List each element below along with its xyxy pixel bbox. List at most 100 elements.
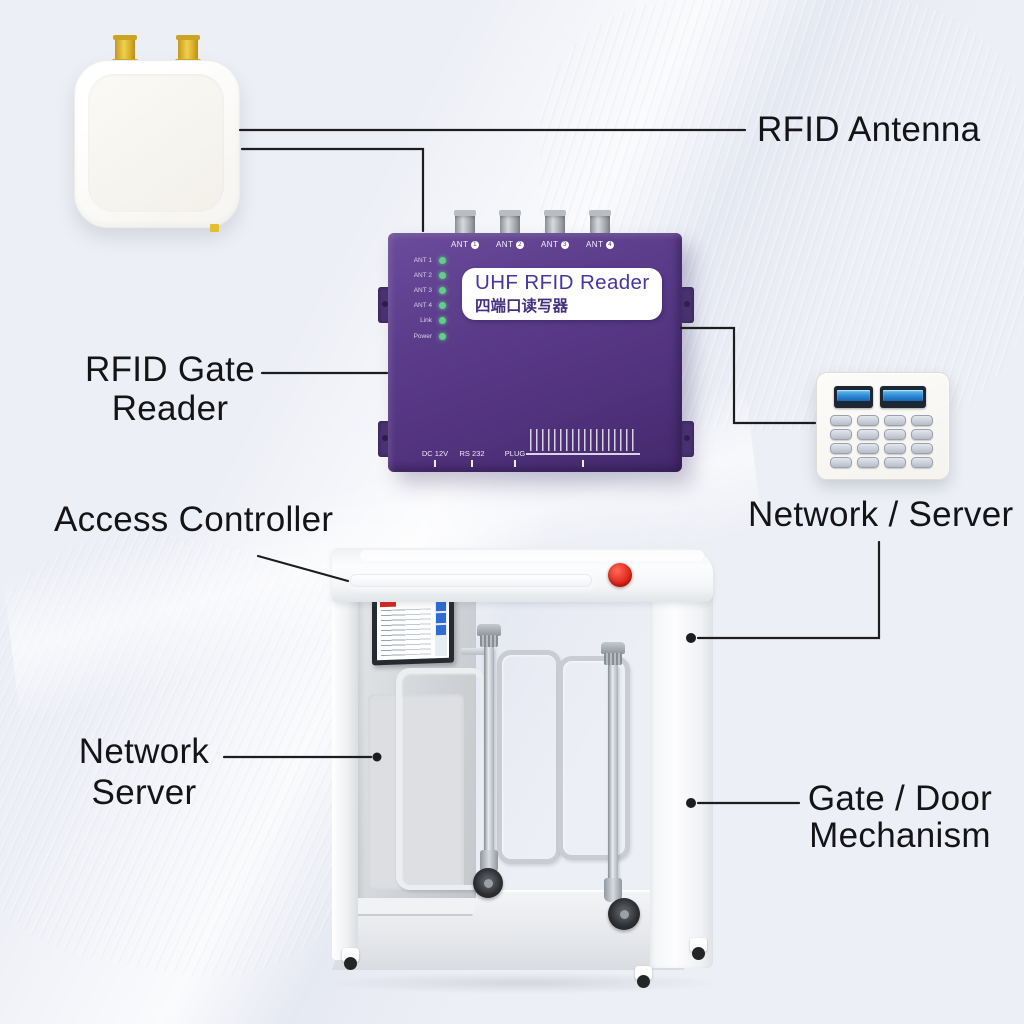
lcd-display (834, 386, 873, 408)
gate-left-pillar (332, 596, 358, 960)
label-access-controller: Access Controller (54, 500, 334, 539)
power-port-label: DC 12V (421, 449, 449, 458)
sma-connector-icon (112, 35, 138, 65)
ant-port-label: ANT 3 (533, 240, 577, 249)
status-led-row: ANT 3 (398, 286, 446, 296)
gate-right-pillar (650, 596, 713, 968)
swing-post (608, 665, 618, 881)
reader-title: UHF RFID Reader (475, 271, 650, 294)
label-line: Mechanism (809, 816, 991, 855)
network-server-terminal (816, 372, 950, 480)
antenna-port-connector-icon (499, 210, 521, 234)
port-pin-mark (434, 460, 436, 467)
label-line: Gate / Door (807, 779, 993, 818)
corner-caster-icon (635, 966, 652, 988)
status-led-row: Link (398, 316, 446, 326)
label-line: Network (78, 732, 210, 771)
io-pin-labels (530, 429, 636, 451)
label-rfid-gate-reader: RFID Gate Reader (60, 350, 280, 428)
plug-port-label: PLUG (504, 449, 526, 458)
gate-panel-recess (368, 694, 464, 890)
keypad-key (857, 443, 879, 454)
serial-port-label: RS 232 (459, 449, 485, 458)
gate-rail (460, 648, 490, 655)
led-indicator-icon (439, 257, 446, 264)
label-network-server-left: Network Server (38, 731, 250, 813)
led-indicator-icon (439, 272, 446, 279)
rfid-antenna-device (72, 35, 244, 232)
keypad-key (911, 429, 933, 440)
keypad-key (884, 443, 906, 454)
keypad-key (884, 415, 906, 426)
mounting-ear (680, 287, 694, 323)
label-line: RFID Gate (85, 350, 255, 389)
led-indicator-icon (439, 302, 446, 309)
swing-wing-frame (497, 650, 561, 864)
led-indicator-icon (439, 287, 446, 294)
caster-wheel-icon (608, 898, 640, 930)
gate-turnstile-device (324, 548, 724, 1000)
alarm-button-icon (608, 563, 632, 587)
antenna-port-connector-icon (454, 210, 476, 234)
swing-post (484, 647, 494, 853)
corner-caster-icon (342, 948, 359, 970)
label-rfid-antenna: RFID Antenna (757, 110, 981, 149)
reader-nameplate: UHF RFID Reader 四端口读写器 (462, 268, 662, 320)
keypad-key (830, 443, 852, 454)
port-number-badge: 3 (561, 241, 570, 249)
screen-sidebar (435, 598, 447, 657)
caster-fork (604, 878, 622, 902)
caster-wheel-icon (473, 868, 503, 898)
status-led-row: Power (398, 332, 446, 342)
label-line: Reader (111, 389, 229, 428)
ant-port-label: ANT 2 (488, 240, 532, 249)
keypad-key (857, 457, 879, 468)
keypad-key (884, 457, 906, 468)
label-line: Server (91, 773, 197, 812)
sma-connector-icon (175, 35, 201, 65)
keypad-key (857, 415, 879, 426)
keypad-key (911, 415, 933, 426)
keypad-key (911, 443, 933, 454)
keypad-key (830, 415, 852, 426)
uhf-rfid-reader-device: ANT 1 ANT 2 ANT 3 ANT 4 ANT 1 ANT 2 ANT … (376, 210, 696, 479)
antenna-port-connector-icon (544, 210, 566, 234)
port-number-badge: 4 (606, 241, 615, 249)
lcd-display (880, 386, 926, 408)
port-number-badge: 1 (471, 241, 480, 249)
corner-caster-icon (690, 938, 707, 960)
antenna-bottom-connector (210, 224, 219, 232)
ant-port-label: ANT 4 (578, 240, 622, 249)
status-led-row: ANT 2 (398, 271, 446, 281)
gate-shadow (324, 972, 724, 994)
io-pin-baseline (526, 453, 640, 455)
gate-door-loop (396, 668, 486, 890)
lintel-top-face (360, 550, 704, 561)
keypad-key (911, 457, 933, 468)
status-led-row: ANT 1 (398, 256, 446, 266)
label-gate-door-mechanism: Gate / Door Mechanism (798, 780, 1002, 854)
ant-port-label: ANT 1 (443, 240, 487, 249)
post-adjuster-knob (601, 642, 625, 665)
lcd-screen-icon (837, 390, 870, 401)
keypad-key (830, 429, 852, 440)
led-indicator-icon (439, 333, 446, 340)
antenna-port-connector-icon (589, 210, 611, 234)
keypad-key (857, 429, 879, 440)
keypad-key (830, 457, 852, 468)
port-pin-mark (471, 460, 473, 467)
port-number-badge: 2 (516, 241, 525, 249)
post-adjuster-knob (477, 624, 501, 647)
gate-top-lintel (332, 548, 713, 602)
keypad-key (884, 429, 906, 440)
status-led-row: ANT 4 (398, 301, 446, 311)
led-indicator-icon (439, 317, 446, 324)
lintel-light-strip (350, 574, 592, 587)
label-network-server: Network / Server (748, 495, 1014, 534)
swing-wing-frame (558, 656, 630, 860)
screen-table-rows (405, 608, 431, 656)
antenna-radome (88, 74, 224, 212)
lcd-screen-icon (883, 390, 923, 401)
reader-subtitle: 四端口读写器 (475, 298, 569, 315)
